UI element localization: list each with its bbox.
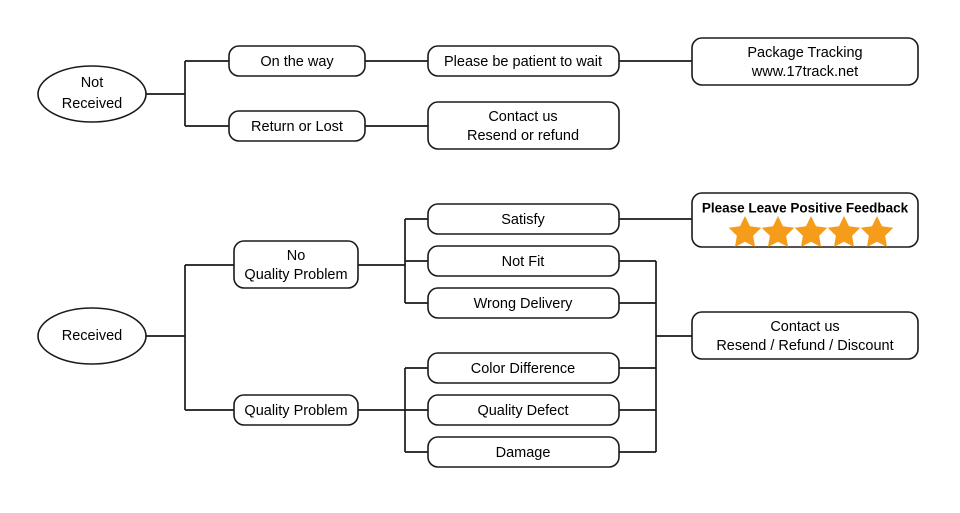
node-received[interactable]: Received bbox=[37, 307, 147, 365]
node-wrong-delivery[interactable]: Wrong Delivery bbox=[427, 287, 620, 319]
node-feedback[interactable]: Please Leave Positive Feedback bbox=[691, 192, 919, 248]
node-please-be-patient[interactable]: Please be patient to wait bbox=[427, 45, 620, 77]
node-contact-resend-refund[interactable]: Contact us Resend or refund bbox=[427, 101, 620, 150]
node-damage[interactable]: Damage bbox=[427, 436, 620, 468]
feedback-title-label: Please Leave Positive Feedback bbox=[702, 201, 909, 216]
node-no-quality-problem[interactable]: No Quality Problem bbox=[233, 240, 359, 289]
node-contact-discount[interactable]: Contact us Resend / Refund / Discount bbox=[691, 311, 919, 360]
received-label: Received bbox=[62, 328, 122, 344]
node-not-fit[interactable]: Not Fit bbox=[427, 245, 620, 277]
no-quality-problem-line1: No bbox=[287, 248, 306, 264]
quality-defect-label: Quality Defect bbox=[477, 403, 568, 419]
node-package-tracking[interactable]: Package Tracking www.17track.net bbox=[691, 37, 919, 86]
node-not-received[interactable]: Not Received bbox=[37, 65, 147, 123]
contact-discount-box bbox=[691, 311, 919, 360]
contact-resend-refund-box bbox=[427, 101, 620, 150]
on-the-way-label: On the way bbox=[260, 54, 334, 70]
star-icon-1[interactable] bbox=[728, 216, 762, 247]
not-fit-label: Not Fit bbox=[502, 254, 545, 270]
star-icon-2[interactable] bbox=[761, 216, 795, 247]
wrong-delivery-label: Wrong Delivery bbox=[474, 296, 574, 312]
please-be-patient-label: Please be patient to wait bbox=[444, 54, 602, 70]
star-icon-5[interactable] bbox=[860, 216, 894, 247]
contact-discount-line1: Contact us bbox=[770, 319, 839, 335]
quality-problem-label: Quality Problem bbox=[244, 403, 347, 419]
node-quality-defect[interactable]: Quality Defect bbox=[427, 394, 620, 426]
node-return-or-lost[interactable]: Return or Lost bbox=[228, 110, 366, 142]
node-quality-problem[interactable]: Quality Problem bbox=[233, 394, 359, 426]
node-satisfy[interactable]: Satisfy bbox=[427, 203, 620, 235]
star-icon-3[interactable] bbox=[794, 216, 828, 247]
damage-label: Damage bbox=[496, 445, 551, 461]
satisfy-label: Satisfy bbox=[501, 212, 545, 228]
package-tracking-label-line1: Package Tracking bbox=[747, 45, 862, 61]
contact-resend-refund-line2: Resend or refund bbox=[467, 128, 579, 144]
node-color-difference[interactable]: Color Difference bbox=[427, 352, 620, 384]
node-on-the-way[interactable]: On the way bbox=[228, 45, 366, 77]
not-received-label-line2: Received bbox=[62, 96, 122, 112]
color-difference-label: Color Difference bbox=[471, 361, 576, 377]
package-tracking-url: www.17track.net bbox=[751, 64, 858, 80]
star-rating[interactable] bbox=[728, 216, 894, 247]
contact-discount-line2: Resend / Refund / Discount bbox=[716, 338, 893, 354]
package-tracking-box bbox=[691, 37, 919, 86]
no-quality-problem-line2: Quality Problem bbox=[244, 267, 347, 283]
star-icon-4[interactable] bbox=[827, 216, 861, 247]
return-or-lost-label: Return or Lost bbox=[251, 119, 343, 135]
not-received-label-line1: Not bbox=[81, 75, 104, 91]
contact-resend-refund-line1: Contact us bbox=[488, 109, 557, 125]
